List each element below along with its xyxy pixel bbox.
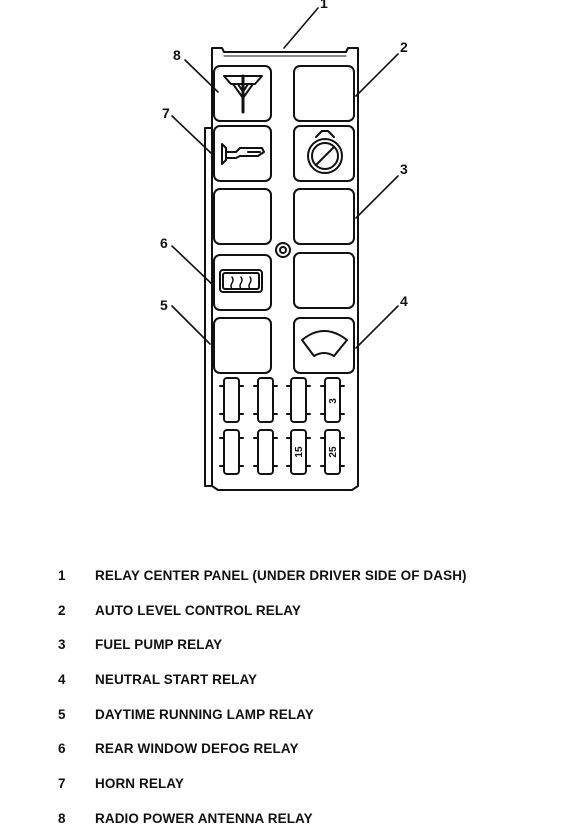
blank-relay-left [213,188,272,245]
callout-6: 6 [160,235,168,251]
leader-line-6 [171,245,215,287]
leader-line-5 [171,305,211,345]
callout-5: 5 [160,297,168,313]
callout-4: 4 [400,293,408,309]
leader-line-2 [355,53,399,97]
leader-line-8 [184,59,219,93]
fuel-gauge-icon [307,130,343,174]
fuse-row-top [219,377,345,423]
rear-window-defog-relay [213,254,272,311]
horn-icon [221,143,265,165]
callout-1: 1 [320,0,328,11]
neutral-start-relay [293,317,355,374]
radio-power-antenna-relay [213,65,272,122]
auto-level-control-relay [293,65,355,122]
relay-center-panel-outline [211,47,359,491]
arc-gauge-icon [301,330,348,357]
fuse-label-3: 3 [328,398,339,404]
relay-center-diagram: 3 15 25 1 2 3 4 5 6 7 8 [160,0,408,491]
fuse-row-bottom [219,429,345,475]
spare-relay-right [293,252,355,309]
callout-2: 2 [400,39,408,55]
fuse-label-15: 15 [294,446,305,458]
fuse-label-25: 25 [328,446,339,458]
blank-relay-right [293,188,355,245]
mounting-bolt [275,242,291,258]
antenna-icon [223,74,263,114]
leader-line-4 [355,305,399,349]
daytime-running-lamp-relay [213,317,272,374]
panel-side-tab [204,127,213,487]
fuel-pump-relay [293,125,355,182]
leader-line-3 [355,175,399,219]
callout-8: 8 [173,47,181,63]
defog-icon [219,269,263,293]
horn-relay [213,125,272,182]
leader-line-7 [171,115,213,155]
leader-line-1 [283,7,319,49]
callout-7: 7 [162,105,170,121]
callout-3: 3 [400,161,408,177]
